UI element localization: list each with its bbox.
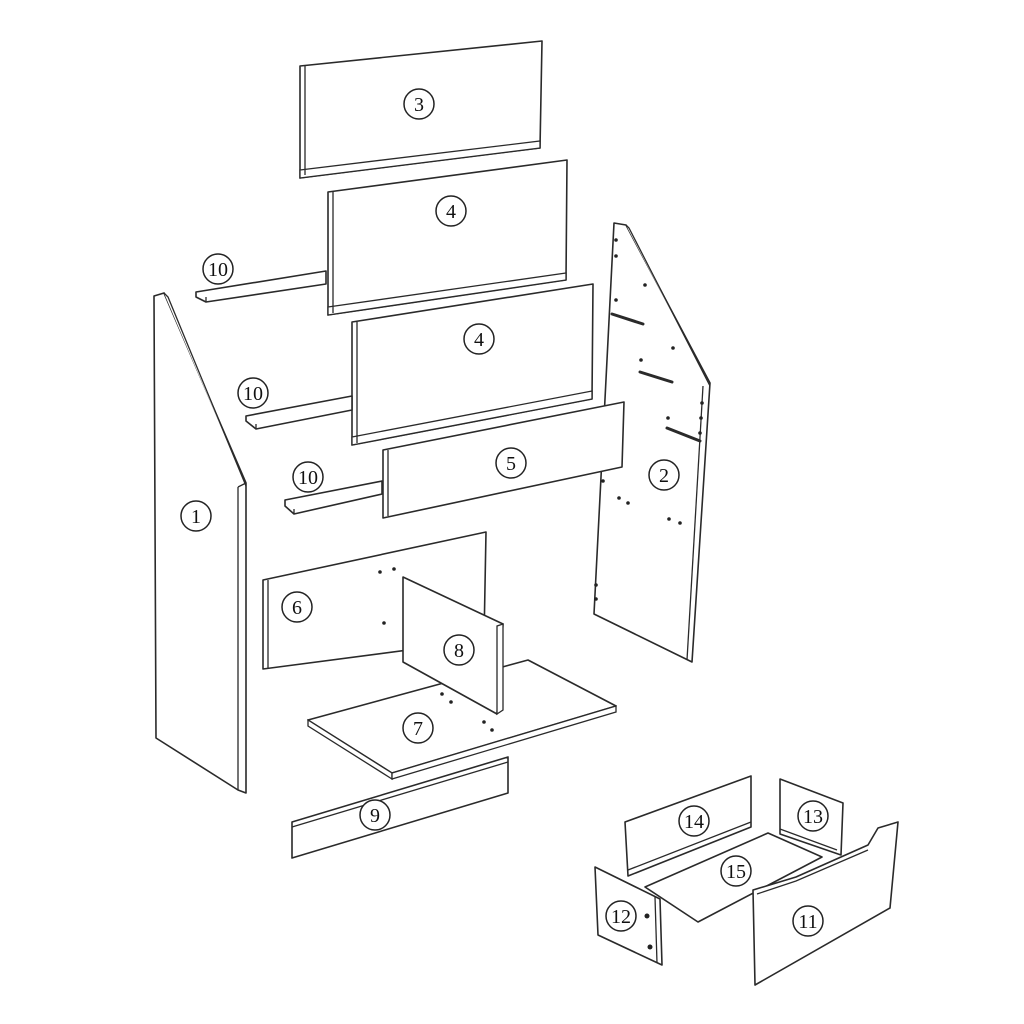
label-part-10-top: 10 — [202, 253, 234, 285]
svg-text:12: 12 — [611, 906, 631, 928]
label-part-10-middle: 10 — [237, 377, 269, 409]
part-2-right-side-panel — [593, 222, 711, 663]
label-part-13: 13 — [797, 800, 829, 832]
svg-text:15: 15 — [726, 861, 746, 883]
part-10-top-shelf-strip — [195, 270, 327, 303]
label-part-8: 8 — [443, 634, 475, 666]
label-part-12: 12 — [605, 900, 637, 932]
svg-text:11: 11 — [798, 911, 817, 933]
svg-text:5: 5 — [506, 453, 516, 475]
label-part-10-bottom: 10 — [292, 461, 324, 493]
label-part-14: 14 — [678, 805, 710, 837]
part-9-kick-plate — [291, 756, 509, 859]
label-part-11: 11 — [792, 905, 824, 937]
label-part-5: 5 — [495, 447, 527, 479]
part-10-middle-shelf-strip — [245, 395, 353, 430]
svg-text:7: 7 — [413, 718, 423, 740]
label-part-7: 7 — [402, 712, 434, 744]
part-7-bottom-shelf — [307, 659, 617, 781]
label-part-4-middle: 4 — [463, 323, 495, 355]
svg-text:8: 8 — [454, 640, 464, 662]
part-11-drawer-front — [752, 821, 899, 986]
part-4-upper-back-panel — [327, 159, 568, 316]
svg-text:6: 6 — [292, 597, 302, 619]
part-4-middle-back-panel — [351, 283, 594, 446]
label-part-1: 1 — [180, 500, 212, 532]
label-part-2: 2 — [648, 459, 680, 491]
svg-text:4: 4 — [474, 329, 484, 351]
label-part-9: 9 — [359, 799, 391, 831]
svg-text:10: 10 — [243, 383, 263, 405]
label-part-15: 15 — [720, 855, 752, 887]
part-1-left-side-panel — [153, 292, 247, 794]
svg-text:2: 2 — [659, 465, 669, 487]
svg-text:10: 10 — [208, 259, 228, 281]
svg-text:4: 4 — [446, 201, 456, 223]
svg-text:1: 1 — [191, 506, 201, 528]
label-part-4-upper: 4 — [435, 195, 467, 227]
svg-text:10: 10 — [298, 467, 318, 489]
svg-text:9: 9 — [370, 805, 380, 827]
svg-text:14: 14 — [684, 811, 704, 833]
part-10-bottom-shelf-strip — [284, 480, 383, 515]
svg-text:13: 13 — [803, 806, 823, 828]
label-part-6: 6 — [281, 591, 313, 623]
label-part-3: 3 — [403, 88, 435, 120]
svg-text:3: 3 — [414, 94, 424, 116]
